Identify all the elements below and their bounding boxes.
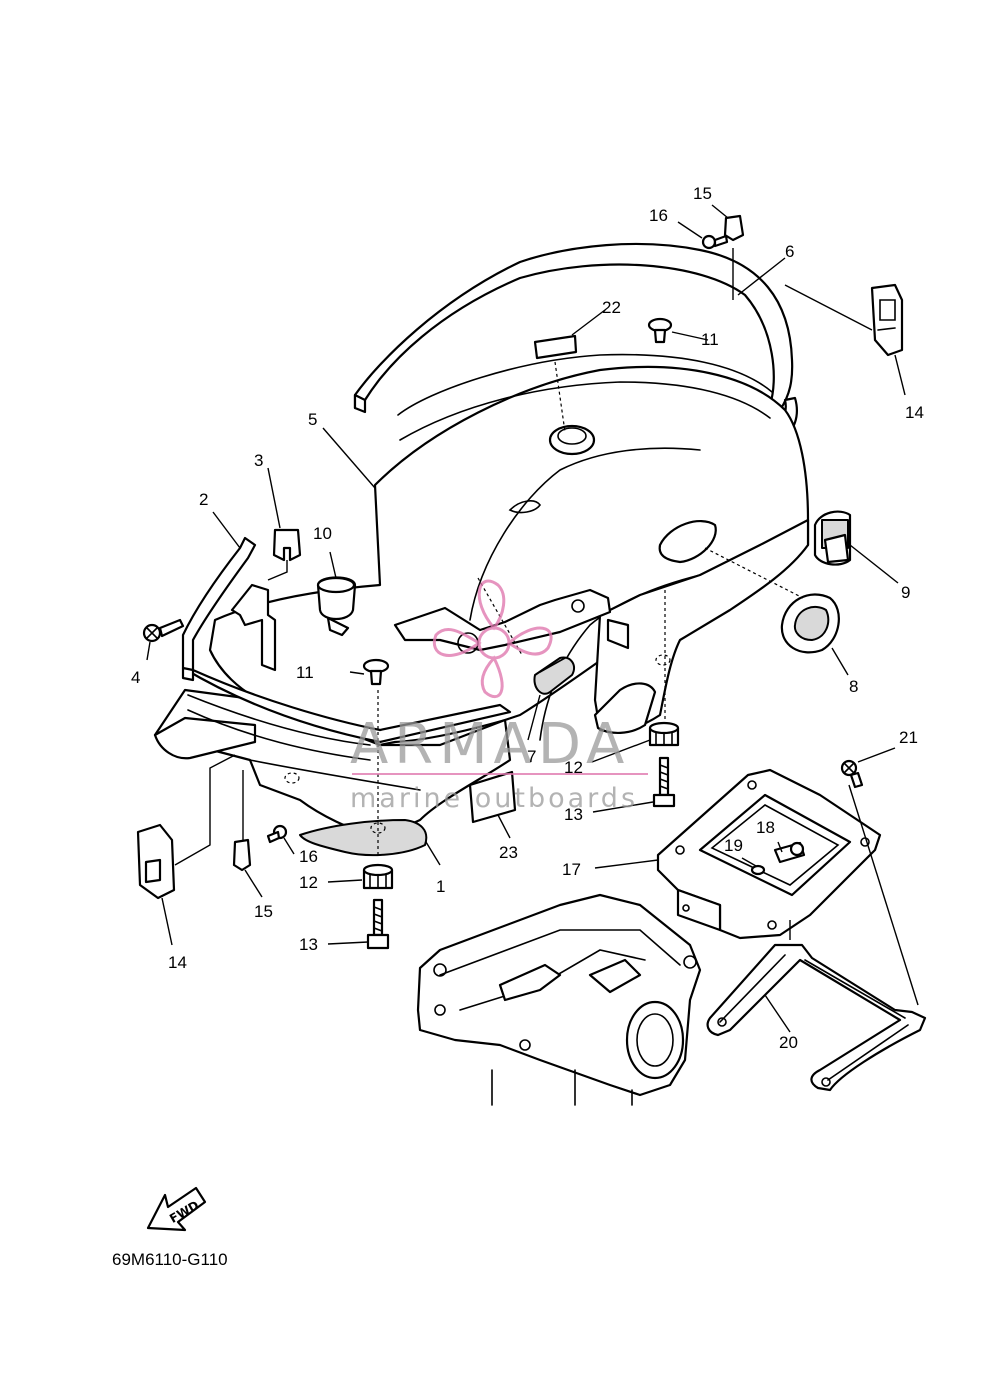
callout-11-lower: 11 <box>296 663 314 682</box>
callout-12-right: 12 <box>564 758 583 777</box>
callout-17: 17 <box>562 860 581 879</box>
bolt-13-right <box>652 756 676 808</box>
screw-4 <box>142 618 185 643</box>
callout-1: 1 <box>436 877 445 896</box>
callout-16-top: 16 <box>649 206 668 225</box>
screw-16-bottom <box>266 824 288 844</box>
callout-10: 10 <box>313 524 332 543</box>
callout-12-left: 12 <box>299 873 318 892</box>
watermark-brand: ARMADA <box>350 712 630 777</box>
callout-15-bottom: 15 <box>254 902 273 921</box>
label-22 <box>533 334 578 360</box>
grommet-10 <box>316 576 357 637</box>
watermark-logo <box>352 579 648 775</box>
label-23 <box>468 770 517 824</box>
callout-13-right: 13 <box>564 805 583 824</box>
callout-22: 22 <box>602 298 621 317</box>
callout-21: 21 <box>899 728 918 747</box>
callout-19: 19 <box>724 836 743 855</box>
callout-2: 2 <box>199 490 208 509</box>
bracket-plate <box>230 583 277 672</box>
fwd-arrow-icon <box>146 1186 207 1232</box>
damper-12-left <box>362 863 394 890</box>
callout-16-bottom: 16 <box>299 847 318 866</box>
callout-20: 20 <box>779 1033 798 1052</box>
callout-13-left: 13 <box>299 935 318 954</box>
callout-11-upper: 11 <box>701 330 719 349</box>
clip-15-bottom <box>232 838 252 872</box>
callout-14-left: 14 <box>168 953 187 972</box>
callout-14-right: 14 <box>905 403 924 422</box>
callout-8: 8 <box>849 677 858 696</box>
callout-18: 18 <box>756 818 775 837</box>
callout-9: 9 <box>901 583 910 602</box>
assembly-dashed-lines <box>284 361 804 855</box>
leader-lines <box>146 204 919 1033</box>
grommet-7 <box>533 656 576 695</box>
bracket-20 <box>706 943 927 1092</box>
watermark-tagline: marine outboards <box>350 783 638 814</box>
clip-3 <box>267 528 302 581</box>
callout-7: 7 <box>527 747 536 766</box>
lower-casting <box>416 893 702 1106</box>
grommet-9 <box>813 510 852 566</box>
damper-12-right <box>648 721 680 747</box>
bottom-cowling <box>153 353 810 857</box>
callout-5: 5 <box>308 410 317 429</box>
part-code: 69M6110-G110 <box>112 1250 228 1269</box>
bolt-13-left <box>366 898 390 950</box>
clip-14-right <box>870 283 904 357</box>
mount-plate-17 <box>656 768 882 940</box>
callout-3: 3 <box>254 451 263 470</box>
grommet-8 <box>780 593 840 654</box>
callout-4: 4 <box>131 668 140 687</box>
collar-11-upper <box>647 317 673 344</box>
callout-15-top: 15 <box>693 184 712 203</box>
rubber-strip-2 <box>181 536 512 761</box>
screw-16-top <box>701 234 729 250</box>
screw-21 <box>840 759 864 789</box>
collar-11-lower <box>362 658 390 686</box>
clip-14-left <box>136 823 176 900</box>
callout-23: 23 <box>499 843 518 862</box>
callout-6: 6 <box>785 242 794 261</box>
clip-15-top <box>723 214 745 242</box>
